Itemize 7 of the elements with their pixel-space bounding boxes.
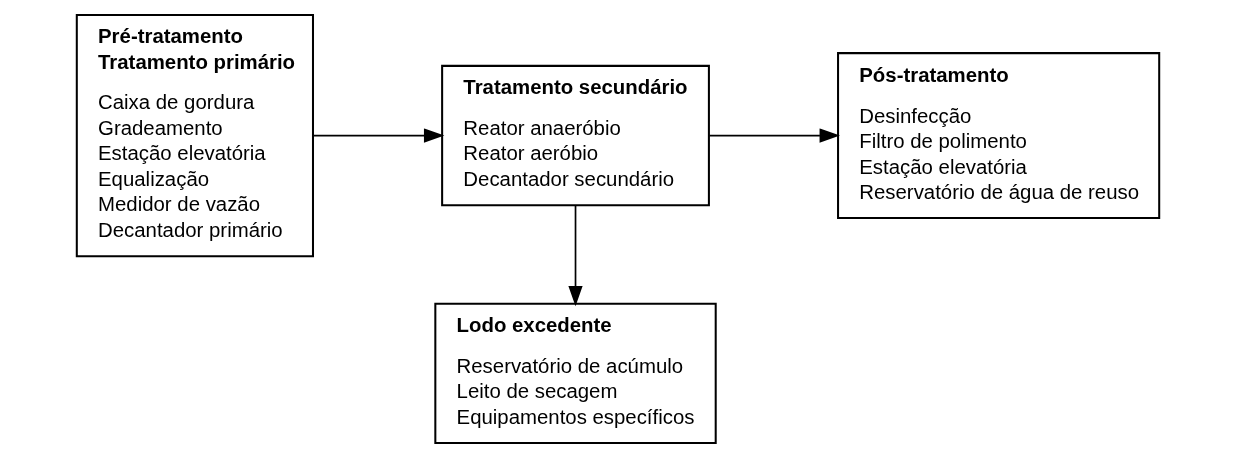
- node-box: Pré-tratamento Tratamento primário Caixa de gordura Gradeamento Estação elevatória Equalização Medidor de vazão Decantador primário: [75, 13, 314, 258]
- arrow: [708, 128, 840, 143]
- node-box: Lodo excedente Reservatório de acúmulo Leito de secagem Equipamentos específicos: [433, 302, 717, 445]
- node-box: Tratamento secundário Reator anaeróbio Reator aeróbio Decantador secundário: [440, 64, 710, 207]
- arrow: [567, 205, 583, 307]
- arrow: [312, 128, 444, 143]
- node-box: Pós-tratamento Desinfecção Filtro de polimento Estação elevatória Reservatório de água de reuso: [836, 52, 1160, 219]
